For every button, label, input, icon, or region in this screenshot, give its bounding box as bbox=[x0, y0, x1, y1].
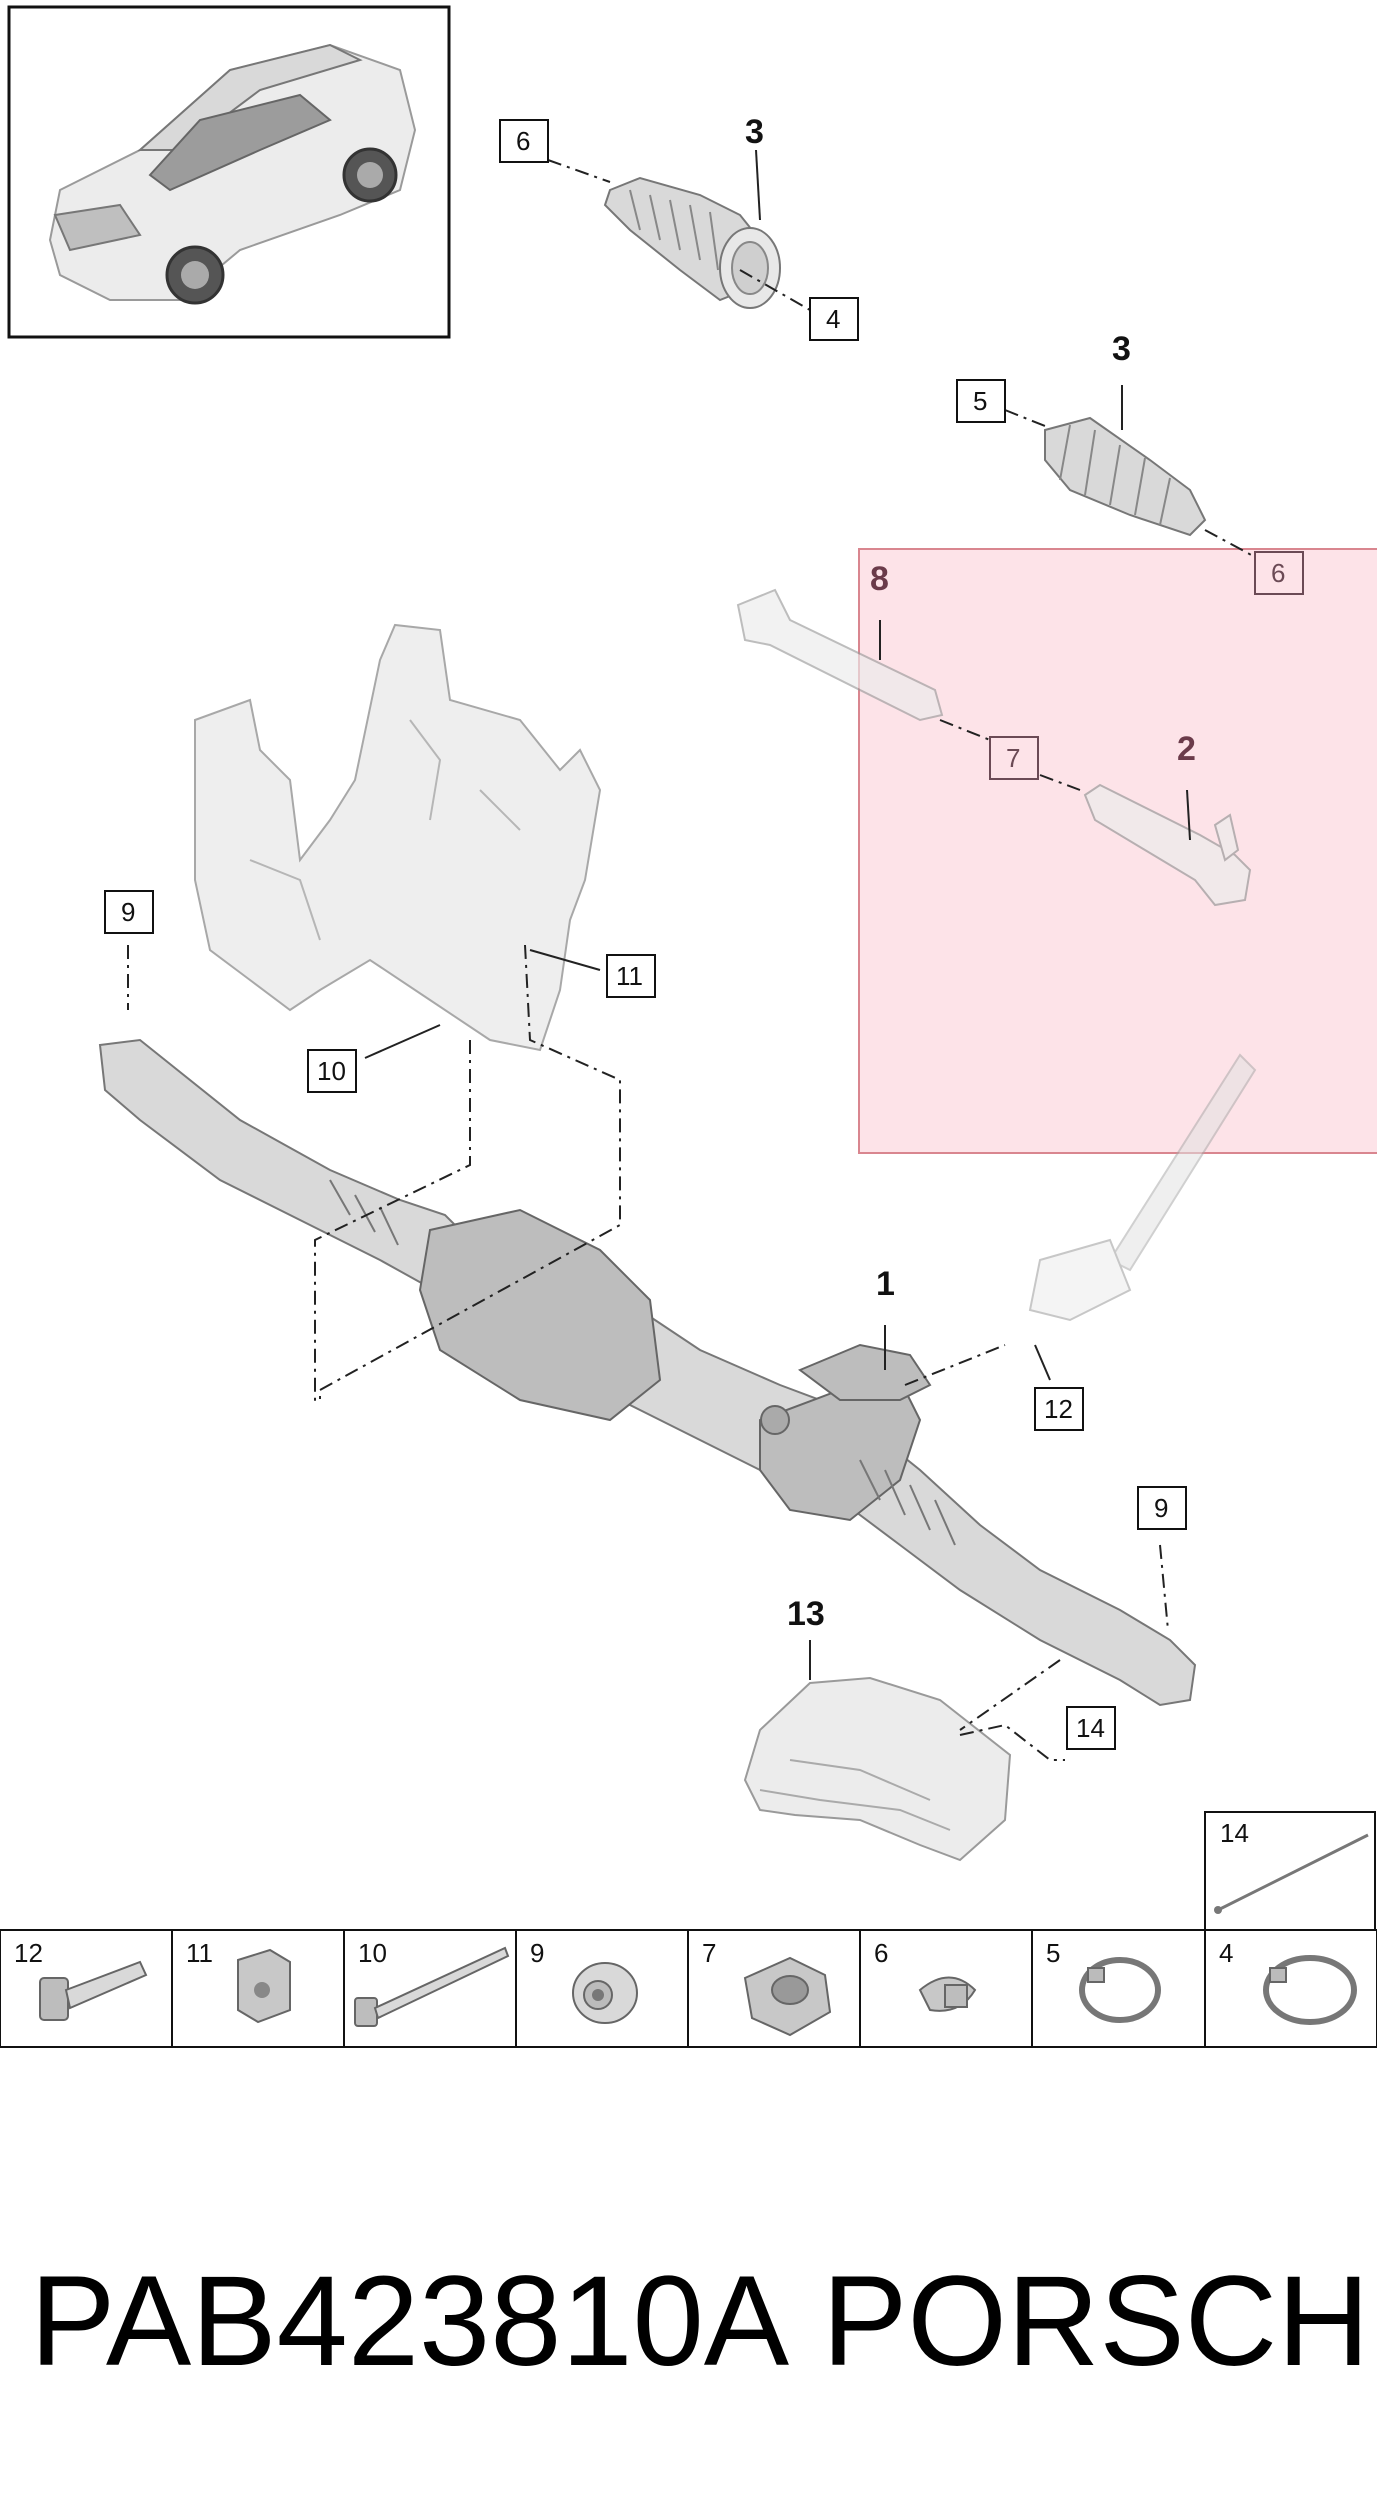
brand-name: PORSCHE bbox=[822, 2250, 1377, 2393]
boxed-callout-4: 4 bbox=[826, 304, 840, 334]
leader-lines bbox=[127, 149, 1256, 1761]
tie-rod-end bbox=[1083, 783, 1252, 907]
steering-boot-upper bbox=[603, 176, 781, 309]
parts-cell-9-label: 9 bbox=[530, 1938, 544, 1968]
highlight-region bbox=[858, 548, 1377, 1154]
bolt-icon bbox=[39, 1960, 148, 2021]
boxed-callout-6-b: 6 bbox=[1271, 558, 1285, 588]
parts-cell-12-label: 12 bbox=[14, 1938, 43, 1968]
vehicle-thumbnail bbox=[7, 5, 451, 339]
parts-cell-14: 14 bbox=[1204, 1811, 1376, 1931]
clamp-ring-icon-large bbox=[1263, 1955, 1357, 2025]
parts-cell-11-label: 11 bbox=[186, 1938, 213, 1968]
boxed-callout-10: 10 bbox=[317, 1056, 346, 1086]
subframe bbox=[194, 623, 602, 1052]
clamp-icon bbox=[918, 1976, 977, 2012]
boxed-callout-14: 14 bbox=[1076, 1713, 1105, 1743]
steering-boot-lower bbox=[1044, 416, 1207, 537]
steering-rack bbox=[98, 1038, 1197, 1707]
spacer-block-icon bbox=[237, 1948, 291, 2024]
boxed-callout-6-a: 6 bbox=[516, 126, 530, 156]
heat-shield bbox=[743, 1676, 1012, 1862]
boxed-callout-9-b: 9 bbox=[1154, 1493, 1168, 1523]
boxed-callout-11: 11 bbox=[616, 961, 643, 991]
parts-cell-5-label: 5 bbox=[1046, 1938, 1060, 1968]
hex-nut-icon bbox=[743, 1956, 832, 2037]
parts-cell-14-label: 14 bbox=[1220, 1818, 1249, 1848]
boxed-callout-12: 12 bbox=[1044, 1394, 1073, 1424]
parts-cell-4-label: 4 bbox=[1219, 1938, 1233, 1968]
parts-row: 12 11 10 9 7 6 5 4 bbox=[0, 1929, 1377, 2048]
callout-2: 2 bbox=[1177, 730, 1196, 768]
parts-cell-10-label: 10 bbox=[358, 1938, 387, 1968]
parts-cell-7-label: 7 bbox=[702, 1938, 716, 1968]
tie-rod-inner bbox=[736, 588, 944, 722]
boxed-callout-5: 5 bbox=[973, 386, 987, 416]
footer: PAB423810A PORSCHE bbox=[30, 2250, 1377, 2393]
callout-8: 8 bbox=[870, 560, 889, 598]
boxed-callouts: 6 4 5 6 7 9 11 10 12 9 14 bbox=[104, 119, 1304, 1750]
callout-3-b: 3 bbox=[1112, 330, 1131, 368]
boxed-callout-7: 7 bbox=[1006, 743, 1020, 773]
part-number: PAB423810A bbox=[30, 2250, 790, 2393]
flange-nut-icon bbox=[572, 1962, 638, 2024]
long-bolt-icon bbox=[354, 1946, 510, 2027]
parts-cell-6-label: 6 bbox=[874, 1938, 888, 1968]
callout-1: 1 bbox=[876, 1265, 895, 1303]
clamp-ring-icon bbox=[1079, 1957, 1161, 2023]
callout-13: 13 bbox=[787, 1595, 825, 1633]
bold-callouts: 3 3 8 2 1 13 bbox=[745, 113, 1196, 1633]
callout-3-a: 3 bbox=[745, 113, 764, 151]
boxed-callout-9-a: 9 bbox=[121, 897, 135, 927]
steering-column-shaft bbox=[1028, 1053, 1257, 1322]
